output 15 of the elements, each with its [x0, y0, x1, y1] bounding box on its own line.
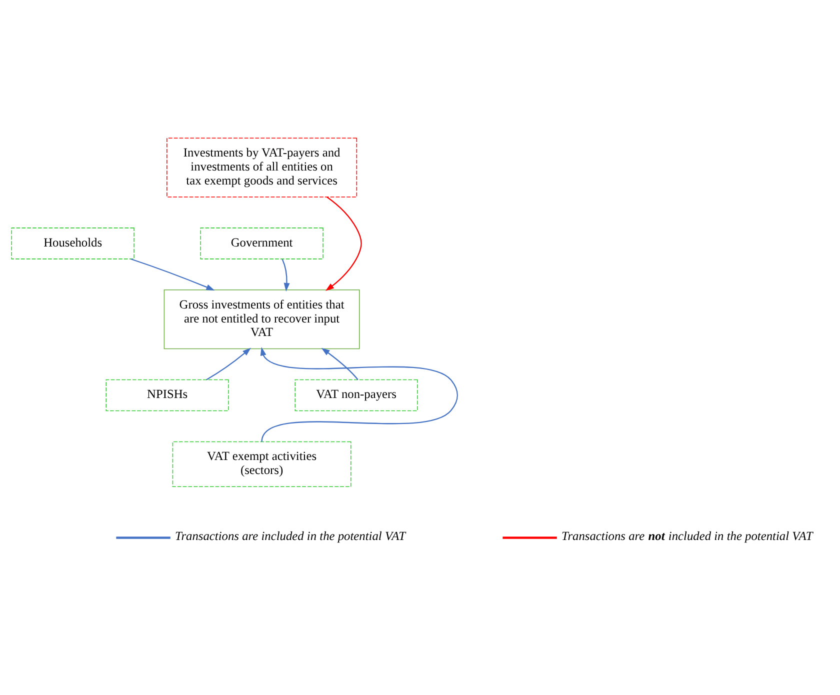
node-box: Households	[11, 227, 134, 259]
arrow	[206, 347, 251, 380]
node-box: VAT non-payers	[294, 378, 418, 411]
node-box: Investments by VAT-payers and investments of all entities on tax exempt goods and services	[166, 137, 358, 197]
node-box: VAT exempt activities (sectors)	[172, 440, 352, 487]
node-box: Gross investments of entities that are not entitled to recover input VAT	[164, 289, 360, 349]
legend-label: Transactions are not included in the potential VAT	[562, 528, 813, 542]
arrow	[130, 258, 215, 290]
node-box: NPISHs	[106, 378, 229, 411]
arrow	[321, 347, 358, 380]
arrow	[282, 258, 290, 291]
arrow	[325, 196, 362, 290]
legend-label: Transactions are included in the potential VAT	[175, 528, 406, 542]
arrow	[260, 346, 458, 442]
node-box: Government	[200, 227, 324, 259]
